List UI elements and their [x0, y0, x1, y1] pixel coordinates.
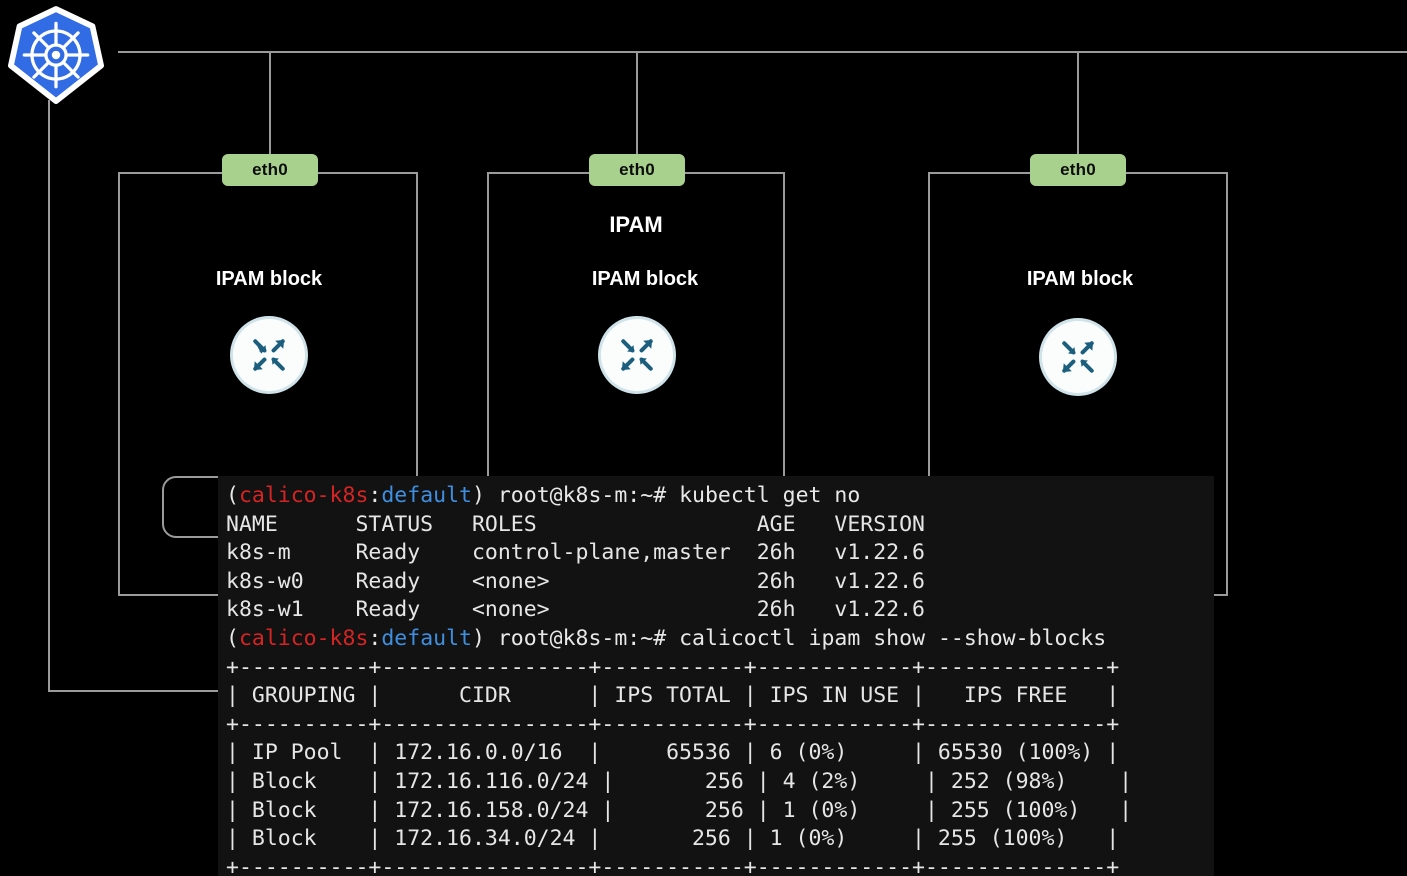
output-line-2: k8s-m Ready control-plane,master 26h v1.… — [226, 540, 925, 566]
eth0-pill-node1: eth0 — [222, 154, 318, 186]
eth0-label-node3: eth0 — [1060, 160, 1096, 179]
prompt-open-paren-1: ( — [226, 483, 239, 508]
prompt-context-2: calico-k8s — [238, 625, 369, 651]
kubernetes-logo — [7, 6, 104, 106]
bottom-bus-line — [48, 690, 223, 692]
command-2: calicoctl ipam show --show-blocks — [679, 625, 1107, 651]
router-icon-3 — [1042, 321, 1114, 393]
ipam-block-label-2: IPAM block — [591, 268, 699, 290]
router-icon-1 — [233, 319, 305, 391]
terminal-window[interactable]: (calico-k8s:default) root@k8s-m:~# kubec… — [218, 476, 1214, 876]
terminal-output: (calico-k8s:default) root@k8s-m:~# kubec… — [226, 482, 1214, 876]
drop-line-node3 — [1077, 51, 1079, 171]
prompt-line-1: (calico-k8s:default) root@k8s-m:~# kubec… — [226, 483, 860, 508]
output-line-3: k8s-w0 Ready <none> 26h v1.22.6 — [226, 568, 925, 594]
table-row: | Block | 172.16.34.0/24 | 256 | 1 (0%) … — [226, 826, 1120, 852]
output-line-1: NAME STATUS ROLES AGE VERSION — [226, 511, 925, 537]
table-header-row: | GROUPING | CIDR | IPS TOTAL | IPS IN U… — [226, 683, 1120, 709]
ipam-block-label-1: IPAM block — [215, 268, 323, 290]
command-1: kubectl get no — [679, 483, 861, 508]
prompt-line-2: (calico-k8s:default) root@k8s-m:~# calic… — [226, 626, 1106, 651]
prompt-context-1: calico-k8s — [238, 483, 369, 508]
prompt-namespace-1: default — [381, 483, 472, 508]
prompt-userhost-1: root@k8s-m:~# — [497, 483, 680, 508]
top-bus-line — [118, 51, 1407, 53]
router-icon-2 — [601, 319, 673, 391]
ipam-title: IPAM — [609, 212, 663, 237]
table-rule-top: +----------+----------------+-----------… — [226, 654, 1120, 680]
table-row: | IP Pool | 172.16.0.0/16 | 65536 | 6 (0… — [226, 740, 1120, 766]
drop-line-node2 — [636, 51, 638, 171]
output-line-4: k8s-w1 Ready <none> 26h v1.22.6 — [226, 597, 925, 623]
eth0-pill-node2: eth0 — [589, 154, 685, 186]
prompt-namespace-2: default — [381, 625, 472, 651]
eth0-label-node2: eth0 — [619, 160, 655, 179]
prompt-userhost-2: root@k8s-m:~# — [497, 625, 680, 651]
prompt-close-paren-2: ) — [471, 625, 498, 651]
table-rule-bottom: +----------+----------------+-----------… — [226, 854, 1120, 876]
prompt-open-paren-2: ( — [226, 625, 239, 651]
prompt-colon-2: : — [368, 625, 382, 651]
table-rule-mid: +----------+----------------+-----------… — [226, 711, 1120, 737]
ipam-block-label-3: IPAM block — [1026, 268, 1134, 290]
eth0-label-node1: eth0 — [252, 160, 288, 179]
table-row: | Block | 172.16.158.0/24 | 256 | 1 (0%)… — [226, 797, 1133, 823]
table-row: | Block | 172.16.116.0/24 | 256 | 4 (2%)… — [226, 768, 1133, 794]
eth0-pill-node3: eth0 — [1030, 154, 1126, 186]
prompt-colon-1: : — [368, 483, 382, 508]
logo-stem-line — [48, 100, 50, 692]
drop-line-node1 — [269, 51, 271, 171]
prompt-close-paren-1: ) — [471, 483, 498, 508]
